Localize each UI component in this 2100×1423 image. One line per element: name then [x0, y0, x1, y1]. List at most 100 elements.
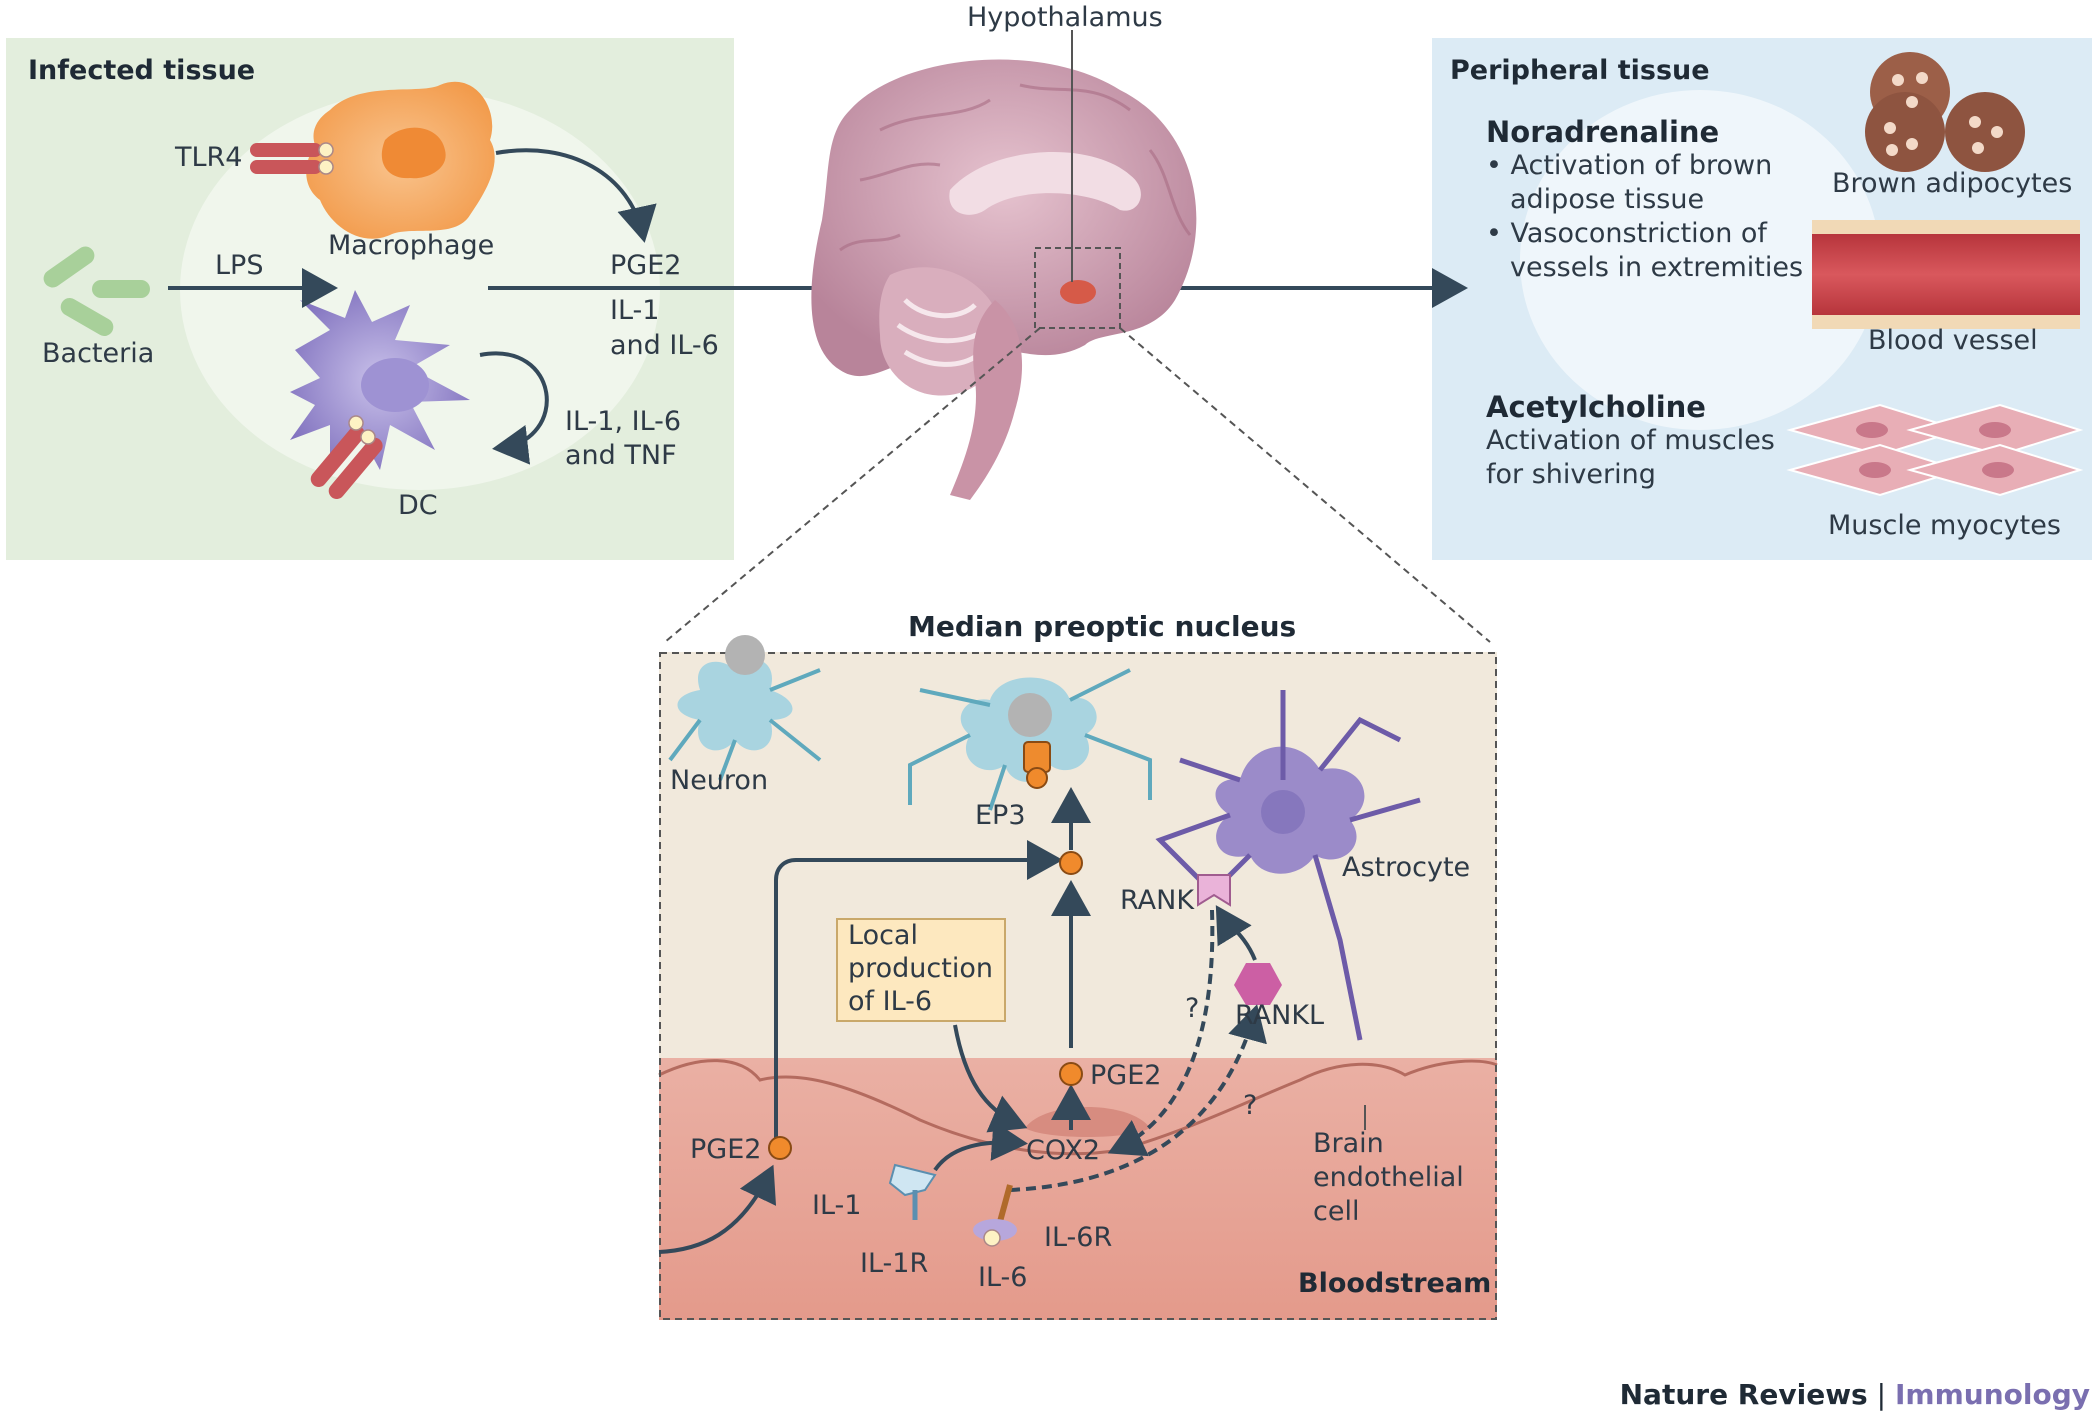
- endothelial-layer: [658, 1059, 1498, 1156]
- macrophage-label: Macrophage: [328, 230, 495, 261]
- acetylcholine-text-a: Activation of muscles: [1486, 425, 1775, 456]
- dc-label: DC: [398, 490, 438, 521]
- vessel-wall-top: [1812, 220, 2080, 234]
- neuron-label: Neuron: [670, 765, 769, 796]
- local-il6-label-b: production: [848, 953, 993, 984]
- rankl-ligand: [1234, 963, 1282, 1005]
- dc-ligand-2: [360, 429, 376, 445]
- pge2-molecule: [1059, 851, 1083, 875]
- brain-gyri: [839, 83, 1192, 252]
- zoom-line-left: [664, 327, 1041, 643]
- vessel-wall-bottom: [1812, 315, 2080, 329]
- astrocyte-nucleus: [1261, 790, 1305, 834]
- rank-receptor: [1197, 874, 1231, 907]
- brain-corpus-callosum: [949, 152, 1141, 215]
- brand-separator: |: [1876, 1378, 1887, 1411]
- brain-endothelial-label-b: endothelial: [1313, 1162, 1464, 1193]
- astrocyte-processes: [1155, 690, 1421, 1041]
- il6-signal-label: and IL-6: [610, 330, 719, 361]
- infected-tissue-title: Infected tissue: [28, 55, 256, 86]
- neuron-left-nucleus: [725, 635, 765, 675]
- tlr4-label: TLR4: [175, 142, 243, 173]
- il1-label: IL-1: [812, 1190, 862, 1221]
- nucleus-panel-border: [659, 652, 1497, 1320]
- dc-receptor: [310, 425, 365, 487]
- cox2-label: COX2: [1026, 1135, 1101, 1166]
- rank-label: RANK: [1120, 885, 1195, 916]
- dc-autocrine-loop: [479, 351, 549, 465]
- pge2-molecule: [1059, 1062, 1083, 1086]
- rank-to-cox2-dashed: [1107, 909, 1215, 1157]
- bloodstream-pge2-arrow: [658, 1164, 777, 1254]
- acetylcholine-text-b: for shivering: [1486, 459, 1656, 490]
- il1r-to-cox2-arrow: [933, 1120, 1028, 1172]
- il6-ligand: [983, 1229, 1001, 1247]
- peripheral-tissue-title: Peripheral tissue: [1450, 55, 1710, 86]
- il6-label: IL-6: [978, 1262, 1028, 1293]
- bacterium: [60, 298, 114, 336]
- pge2-inner-label: PGE2: [1090, 1060, 1162, 1091]
- local-il6-label-c: of IL-6: [848, 986, 933, 1017]
- neuron-left-dendrites: [668, 668, 822, 781]
- bacterium: [43, 246, 95, 288]
- blood-vessel-label: Blood vessel: [1868, 325, 2038, 356]
- median-preoptic-title: Median preoptic nucleus: [908, 610, 1297, 643]
- dc-nucleus: [361, 358, 429, 412]
- peripheral-glow: [1520, 90, 1880, 430]
- il1r-label: IL-1R: [860, 1248, 929, 1279]
- ep3-bound-pge2: [1026, 767, 1048, 789]
- hypothalamus-zoom-box: [1034, 247, 1121, 329]
- bloodstream-label: Bloodstream: [1298, 1268, 1492, 1299]
- noradrenaline-bullet-2b: vessels in extremities: [1510, 252, 1804, 283]
- neuron-center-nucleus: [1008, 693, 1052, 737]
- pge2-to-neuron-path: [774, 840, 1063, 1148]
- local-il6-box: [836, 918, 1006, 1022]
- blood-vessel: [1812, 232, 2080, 317]
- journal-brand: Nature Reviews | Immunology: [1620, 1378, 2090, 1411]
- dc-ligand: [348, 415, 364, 431]
- myocyte-nuclei: [1856, 422, 2014, 478]
- brain-cerebellum: [879, 267, 1003, 396]
- pge2-left-label: PGE2: [690, 1134, 762, 1165]
- tlr4-ligand-2: [318, 159, 334, 175]
- hypothalamus-label: Hypothalamus: [967, 2, 1163, 33]
- bacterium: [92, 280, 150, 298]
- cox2-to-rankl-dashed: [1009, 1004, 1267, 1192]
- adipocyte-droplets: [1884, 72, 2003, 156]
- noradrenaline-bullet-1a: • Activation of brown: [1486, 150, 1773, 181]
- zoom-line-right: [1119, 327, 1491, 643]
- local-il6-to-cox2-arrow: [953, 1024, 1028, 1133]
- journal-name: Nature Reviews: [1619, 1378, 1868, 1411]
- hypothalamus-region: [1060, 280, 1096, 304]
- brain-endothelial-label-c: cell: [1313, 1196, 1360, 1227]
- pge2-molecule: [768, 1136, 792, 1160]
- noradrenaline-bullet-1b: adipose tissue: [1510, 184, 1705, 215]
- tlr4-receptor-2: [250, 160, 322, 174]
- dc-loop-label-1: IL-1, IL-6: [565, 406, 682, 437]
- il1-signal-label: IL-1: [610, 295, 660, 326]
- tlr4-ligand: [318, 142, 334, 158]
- local-il6-label-a: Local: [848, 920, 918, 951]
- dc-loop-label-2: and TNF: [565, 440, 677, 471]
- neuron-center-dendrites: [908, 668, 1152, 811]
- brain-stem: [950, 300, 1023, 500]
- bloodstream-region: [659, 1058, 1497, 1320]
- brown-adipocytes-label: Brown adipocytes: [1832, 168, 2073, 199]
- noradrenaline-title: Noradrenaline: [1486, 115, 1720, 149]
- brown-adipocyte: [1865, 92, 1945, 172]
- macrophage-to-pge2-arrow: [495, 148, 657, 243]
- brain-endothelial-label-a: Brain: [1313, 1128, 1384, 1159]
- ep3-label: EP3: [975, 800, 1026, 831]
- pge2-signal-label: PGE2: [610, 250, 682, 281]
- acetylcholine-title: Acetylcholine: [1486, 390, 1706, 424]
- tlr4-receptor: [250, 143, 322, 157]
- question-mark-1: ?: [1185, 993, 1200, 1024]
- il6r-label: IL-6R: [1044, 1222, 1113, 1253]
- macrophage-nucleus: [381, 127, 446, 179]
- bacteria-label: Bacteria: [42, 338, 155, 369]
- noradrenaline-bullet-2a: • Vasoconstriction of: [1486, 218, 1767, 249]
- brown-adipocyte: [1945, 92, 2025, 172]
- dc-receptor-2: [328, 437, 383, 499]
- neuron-left: [677, 659, 793, 751]
